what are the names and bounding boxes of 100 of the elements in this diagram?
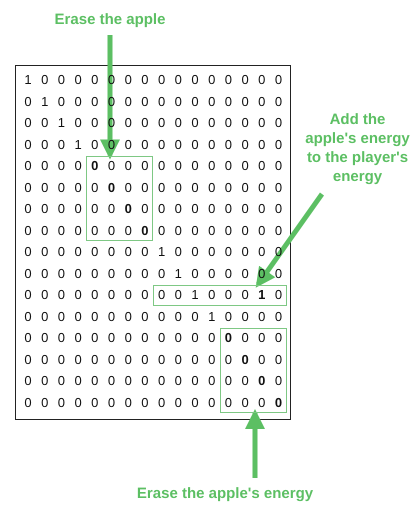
matrix-digit: 0 bbox=[23, 178, 33, 196]
matrix-digit: 0 bbox=[124, 222, 133, 240]
matrix-digit: 0 bbox=[73, 329, 83, 347]
matrix-digit: 0 bbox=[23, 92, 33, 110]
matrix-digit: 0 bbox=[274, 157, 284, 175]
matrix-digit: 0 bbox=[40, 243, 50, 261]
matrix-digit: 0 bbox=[174, 92, 183, 110]
matrix-digit: 0 bbox=[207, 71, 216, 89]
matrix-digit: 0 bbox=[156, 114, 166, 132]
matrix-digit: 0 bbox=[224, 350, 233, 368]
matrix-digit: 0 bbox=[106, 136, 116, 154]
matrix-digit: 0 bbox=[73, 200, 83, 218]
matrix-digit: 1 bbox=[23, 71, 33, 89]
matrix-digit: 1 bbox=[73, 136, 83, 154]
matrix-digit: 0 bbox=[90, 157, 100, 175]
matrix-digit: 0 bbox=[140, 136, 150, 154]
matrix-digit: 0 bbox=[140, 157, 150, 175]
matrix-digit: 0 bbox=[174, 308, 183, 326]
matrix-digit: 0 bbox=[106, 372, 116, 390]
matrix-digit: 0 bbox=[124, 178, 133, 196]
matrix-digit: 0 bbox=[190, 92, 200, 110]
matrix-digit: 1 bbox=[156, 243, 166, 261]
matrix-digit: 0 bbox=[56, 329, 66, 347]
matrix-digit: 0 bbox=[124, 243, 133, 261]
matrix-digit: 0 bbox=[224, 92, 233, 110]
matrix-digit: 0 bbox=[156, 286, 166, 304]
matrix-digit: 0 bbox=[156, 92, 166, 110]
matrix-digit: 0 bbox=[140, 329, 150, 347]
matrix-digit: 0 bbox=[40, 372, 50, 390]
matrix-digit: 0 bbox=[274, 350, 284, 368]
matrix-digit: 0 bbox=[23, 157, 33, 175]
matrix-digit: 0 bbox=[240, 394, 250, 412]
matrix-digit: 1 bbox=[56, 114, 66, 132]
matrix-digit: 0 bbox=[140, 308, 150, 326]
matrix-digit: 0 bbox=[140, 200, 150, 218]
matrix-digit: 0 bbox=[156, 178, 166, 196]
matrix-digit: 0 bbox=[106, 286, 116, 304]
matrix-digit: 0 bbox=[140, 178, 150, 196]
matrix-digit: 0 bbox=[240, 222, 250, 240]
matrix-digit: 0 bbox=[40, 114, 50, 132]
matrix-digit: 0 bbox=[23, 114, 33, 132]
matrix-digit: 0 bbox=[190, 394, 200, 412]
matrix-digit: 0 bbox=[156, 394, 166, 412]
matrix-digit: 0 bbox=[106, 394, 116, 412]
matrix-digit: 0 bbox=[90, 136, 100, 154]
matrix-digit: 0 bbox=[56, 178, 66, 196]
matrix-digit: 0 bbox=[274, 286, 284, 304]
matrix-digit: 0 bbox=[274, 71, 284, 89]
matrix-digit: 0 bbox=[240, 264, 250, 282]
matrix-digit: 0 bbox=[274, 264, 284, 282]
matrix-digit: 0 bbox=[240, 114, 250, 132]
matrix-digit: 0 bbox=[274, 394, 284, 412]
annotation-text: Erase the apple bbox=[35, 10, 185, 32]
matrix-digit: 0 bbox=[56, 200, 66, 218]
matrix-digit: 0 bbox=[190, 157, 200, 175]
annotation-text: Erase the apple's energy bbox=[95, 484, 355, 506]
matrix-digit: 0 bbox=[124, 200, 133, 218]
matrix-digit: 0 bbox=[240, 136, 250, 154]
matrix-digit: 0 bbox=[240, 350, 250, 368]
matrix-digit: 0 bbox=[124, 286, 133, 304]
matrix-digit: 0 bbox=[274, 308, 284, 326]
matrix-digit: 0 bbox=[23, 222, 33, 240]
matrix-digit: 0 bbox=[124, 114, 133, 132]
matrix-digit: 0 bbox=[257, 200, 266, 218]
matrix-digit: 0 bbox=[240, 308, 250, 326]
matrix-digit: 0 bbox=[56, 286, 66, 304]
matrix-digit: 0 bbox=[73, 350, 83, 368]
matrix-digit: 0 bbox=[274, 200, 284, 218]
matrix-digit: 0 bbox=[240, 286, 250, 304]
matrix-digit: 0 bbox=[106, 329, 116, 347]
matrix-digit: 0 bbox=[174, 157, 183, 175]
matrix-digit: 0 bbox=[140, 114, 150, 132]
matrix-digit: 0 bbox=[240, 71, 250, 89]
matrix-digit: 0 bbox=[190, 243, 200, 261]
matrix-digit: 0 bbox=[207, 350, 216, 368]
matrix-digit: 0 bbox=[40, 222, 50, 240]
matrix-digit: 0 bbox=[174, 136, 183, 154]
matrix-digit: 0 bbox=[90, 200, 100, 218]
matrix-digit: 0 bbox=[23, 394, 33, 412]
matrix-digit: 0 bbox=[274, 136, 284, 154]
matrix-digit: 0 bbox=[124, 372, 133, 390]
matrix-digit: 0 bbox=[56, 264, 66, 282]
matrix-digit: 0 bbox=[124, 329, 133, 347]
matrix-digit: 0 bbox=[73, 372, 83, 390]
matrix-digit: 0 bbox=[23, 329, 33, 347]
matrix-digit: 0 bbox=[140, 222, 150, 240]
matrix-digit: 0 bbox=[40, 286, 50, 304]
matrix-digit: 0 bbox=[124, 136, 133, 154]
matrix-digit: 0 bbox=[224, 308, 233, 326]
matrix-digit: 0 bbox=[190, 178, 200, 196]
matrix-digit: 0 bbox=[207, 200, 216, 218]
matrix-digit: 0 bbox=[140, 372, 150, 390]
matrix-digit: 0 bbox=[274, 114, 284, 132]
matrix-digit: 0 bbox=[257, 178, 266, 196]
matrix-digit: 0 bbox=[40, 178, 50, 196]
matrix-digit: 0 bbox=[23, 243, 33, 261]
matrix-digit: 0 bbox=[190, 114, 200, 132]
matrix-digit: 0 bbox=[190, 350, 200, 368]
arrow bbox=[100, 35, 120, 160]
matrix-digit: 0 bbox=[207, 243, 216, 261]
